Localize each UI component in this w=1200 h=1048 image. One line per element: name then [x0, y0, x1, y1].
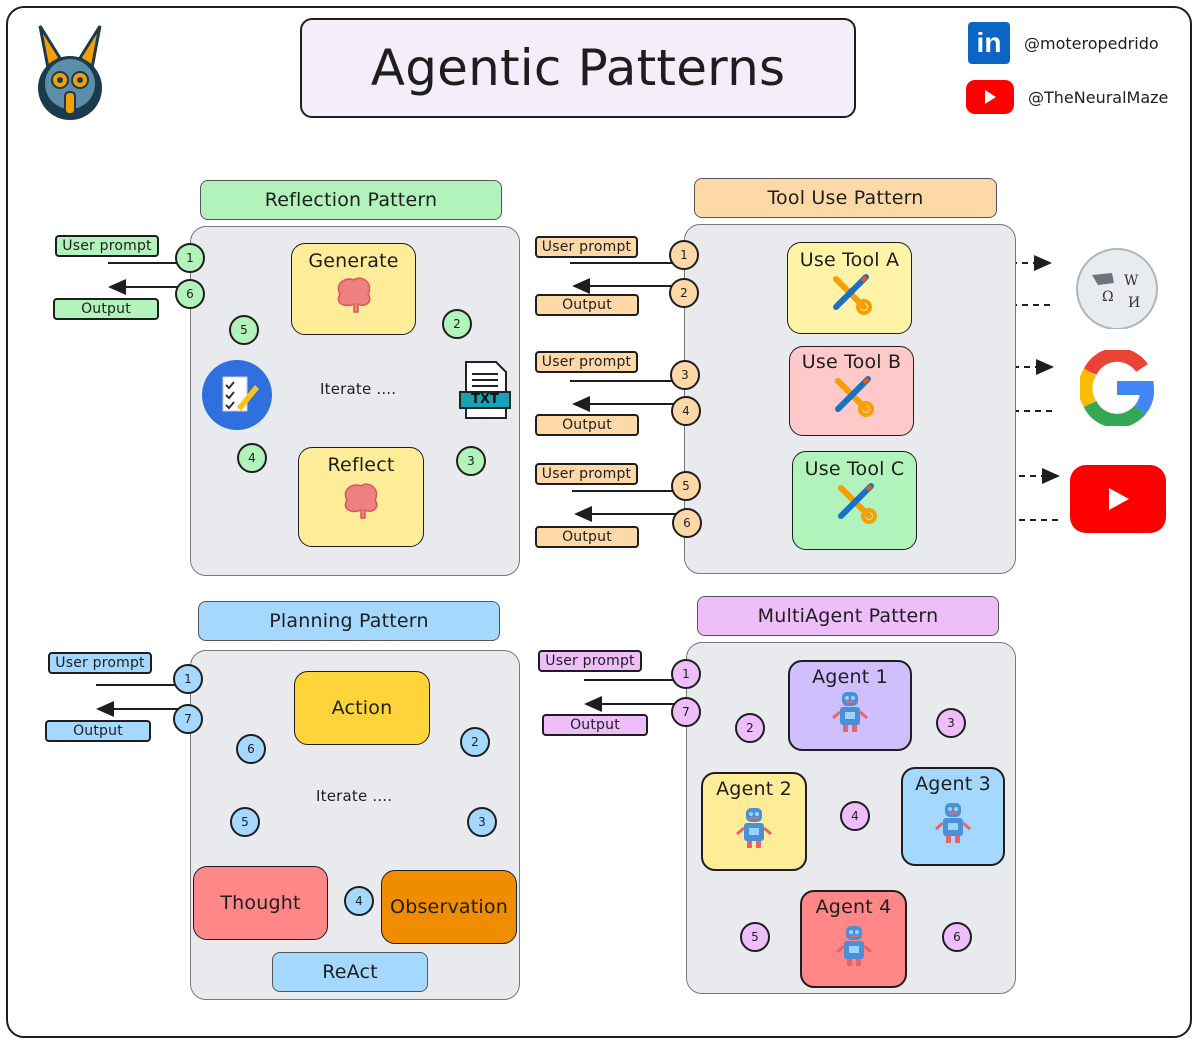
step-badge: 4 [671, 396, 701, 426]
thought-label: Thought [220, 892, 301, 914]
txt-label: TXT [471, 392, 499, 407]
thought-node: Thought [193, 866, 328, 940]
tool-a-label: Use Tool A [799, 249, 900, 271]
step-badge: 3 [456, 446, 486, 476]
tools-icon [828, 271, 872, 320]
reflection-title: Reflection Pattern [200, 180, 502, 220]
multiagent-user-prompt: User prompt [538, 650, 642, 672]
social-linkedin[interactable]: in @moteropedrido [968, 22, 1159, 64]
step-badge: 3 [670, 360, 700, 390]
agent-4-node: Agent 4 [800, 890, 907, 988]
step-badge: 5 [671, 471, 701, 501]
page-title: Agentic Patterns [300, 18, 856, 118]
step-badge: 4 [840, 801, 870, 831]
react-label: ReAct [272, 952, 428, 992]
robot-icon [834, 922, 874, 973]
agent-2-label: Agent 2 [716, 778, 792, 800]
agent-2-node: Agent 2 [701, 772, 807, 871]
robot-icon [830, 688, 870, 739]
planning-output: Output [45, 720, 151, 742]
step-badge: 5 [740, 922, 770, 952]
step-badge: 2 [735, 713, 765, 743]
tool-c-node: Use Tool C [792, 451, 917, 550]
observation-label: Observation [390, 896, 508, 918]
linkedin-icon: in [968, 22, 1010, 64]
multiagent-output: Output [542, 714, 648, 736]
step-badge: 6 [236, 734, 266, 764]
iterate-label: Iterate .... [320, 380, 397, 398]
robot-icon [734, 804, 774, 855]
step-badge: 7 [173, 704, 203, 734]
tool-a-output: Output [535, 294, 639, 316]
step-badge: 1 [669, 240, 699, 270]
generate-label: Generate [308, 250, 399, 272]
reflection-output: Output [53, 298, 159, 320]
step-badge: 3 [936, 708, 966, 738]
youtube-icon [966, 80, 1014, 114]
social-youtube[interactable]: @TheNeuralMaze [966, 80, 1168, 114]
observation-node: Observation [381, 870, 517, 944]
step-badge: 3 [467, 807, 497, 837]
brain-icon [332, 274, 376, 323]
tool-b-output: Output [535, 414, 639, 436]
step-badge: 6 [672, 508, 702, 538]
step-badge: 1 [175, 243, 205, 273]
youtube-handle: @TheNeuralMaze [1028, 87, 1169, 107]
svg-text:W: W [1124, 273, 1139, 289]
linkedin-handle: @moteropedrido [1024, 33, 1159, 53]
agent-3-node: Agent 3 [901, 767, 1005, 866]
action-label: Action [331, 697, 393, 719]
step-badge: 5 [229, 315, 259, 345]
svg-text:И: И [1128, 295, 1140, 311]
step-badge: 5 [230, 807, 260, 837]
robot-rabbit-logo [30, 18, 110, 123]
agent-4-label: Agent 4 [815, 896, 892, 918]
step-badge: 2 [460, 727, 490, 757]
google-icon [1078, 347, 1155, 428]
agent-1-node: Agent 1 [788, 660, 912, 751]
step-badge: 2 [442, 309, 472, 339]
tool-a-user-prompt: User prompt [535, 236, 638, 258]
tools-icon [830, 373, 874, 422]
brain-icon [339, 480, 383, 525]
tool-c-label: Use Tool C [804, 458, 905, 480]
generate-node: Generate [291, 243, 416, 335]
reflect-node: Reflect [298, 447, 424, 547]
step-badge: 4 [237, 443, 267, 473]
planning-title: Planning Pattern [198, 601, 500, 641]
multiagent-title: MultiAgent Pattern [697, 596, 999, 636]
reflection-user-prompt: User prompt [55, 235, 159, 257]
tool-b-label: Use Tool B [801, 351, 902, 373]
page-frame [6, 6, 1192, 1038]
tool-c-user-prompt: User prompt [535, 463, 638, 485]
svg-text:Ω: Ω [1102, 289, 1114, 305]
step-badge: 2 [669, 278, 699, 308]
tool-a-node: Use Tool A [787, 242, 912, 334]
agent-3-label: Agent 3 [915, 773, 991, 795]
reflect-label: Reflect [327, 454, 395, 476]
step-badge: 7 [671, 697, 701, 727]
step-badge: 6 [942, 922, 972, 952]
iterate-label: Iterate .... [316, 787, 393, 805]
action-node: Action [294, 671, 430, 745]
step-badge: 4 [344, 886, 374, 916]
tool-b-user-prompt: User prompt [535, 351, 638, 373]
agent-1-label: Agent 1 [812, 666, 888, 688]
tool-b-node: Use Tool B [789, 346, 914, 436]
step-badge: 1 [173, 664, 203, 694]
youtube-icon [1070, 465, 1166, 533]
planning-user-prompt: User prompt [48, 652, 152, 674]
tool-use-title: Tool Use Pattern [694, 178, 997, 218]
step-badge: 6 [175, 279, 205, 309]
step-badge: 1 [671, 659, 701, 689]
robot-icon [933, 799, 973, 850]
txt-file-icon: TXT [458, 360, 512, 420]
checklist-icon [202, 360, 272, 430]
tools-icon [833, 480, 877, 529]
tool-c-output: Output [535, 526, 639, 548]
